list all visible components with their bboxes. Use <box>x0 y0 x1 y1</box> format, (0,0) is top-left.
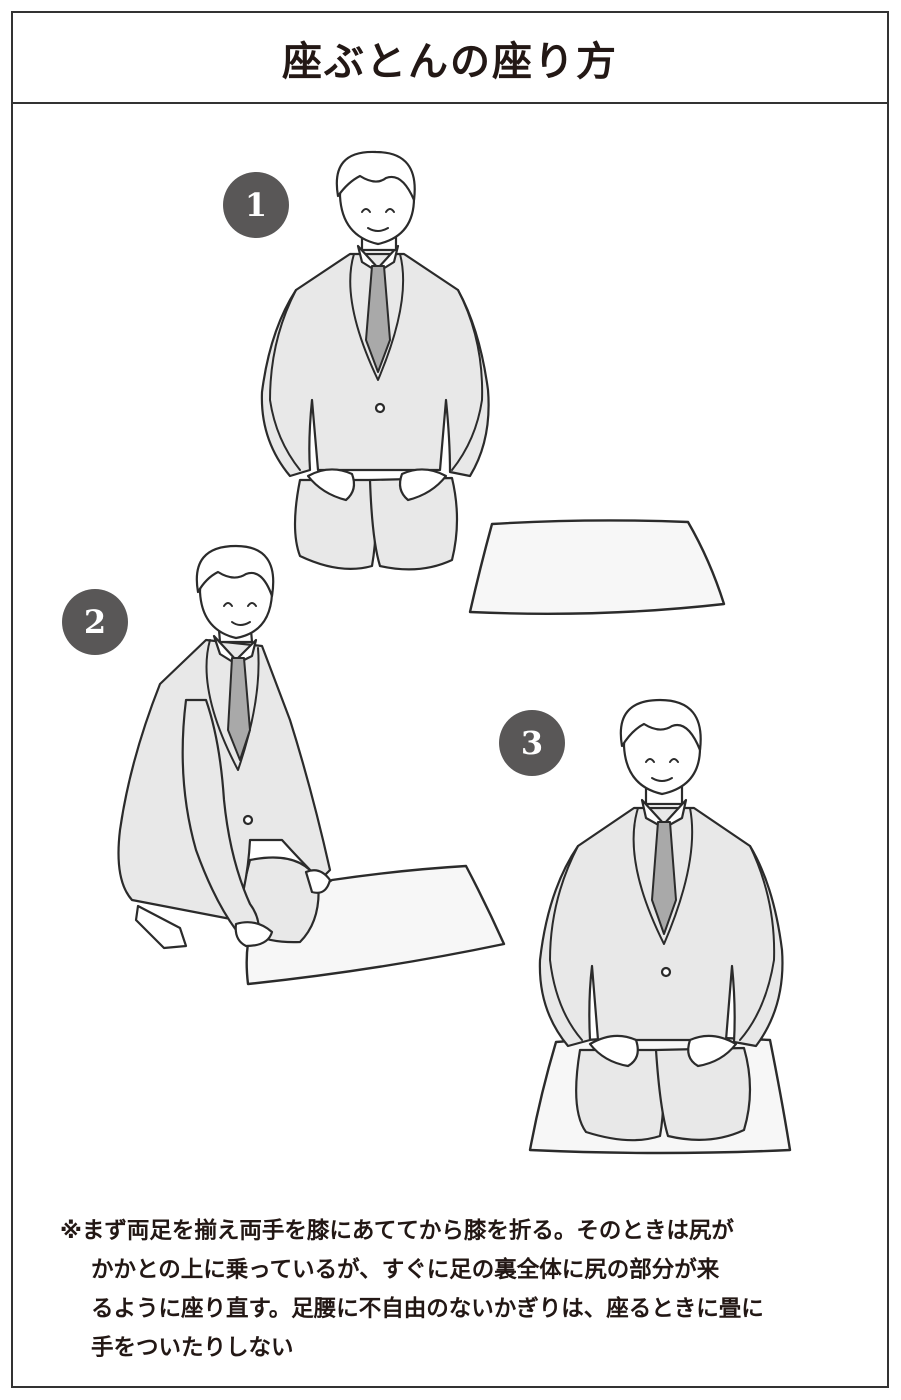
note-line-2: かかとの上に乗っているが、すぐに足の裏全体に尻の部分が来 <box>60 1251 860 1290</box>
step-badge-1: 1 <box>223 172 289 238</box>
step-badge-2: 2 <box>62 589 128 655</box>
step-badge-3: 3 <box>499 710 565 776</box>
figure-step-3 <box>530 700 790 1153</box>
figure-step-2 <box>119 546 505 984</box>
note-line-3: るように座り直す。足腰に不自由のないかぎりは、座るときに畳に <box>60 1290 860 1329</box>
note-line-1: ※まず両足を揃え両手を膝にあててから膝を折る。そのときは尻が <box>60 1212 860 1251</box>
instruction-note: ※まず両足を揃え両手を膝にあててから膝を折る。そのときは尻が かかとの上に乗って… <box>60 1212 860 1368</box>
figure-step-1 <box>262 152 724 614</box>
cushion-step-1 <box>470 520 724 613</box>
note-line-4: 手をついたりしない <box>60 1329 860 1368</box>
